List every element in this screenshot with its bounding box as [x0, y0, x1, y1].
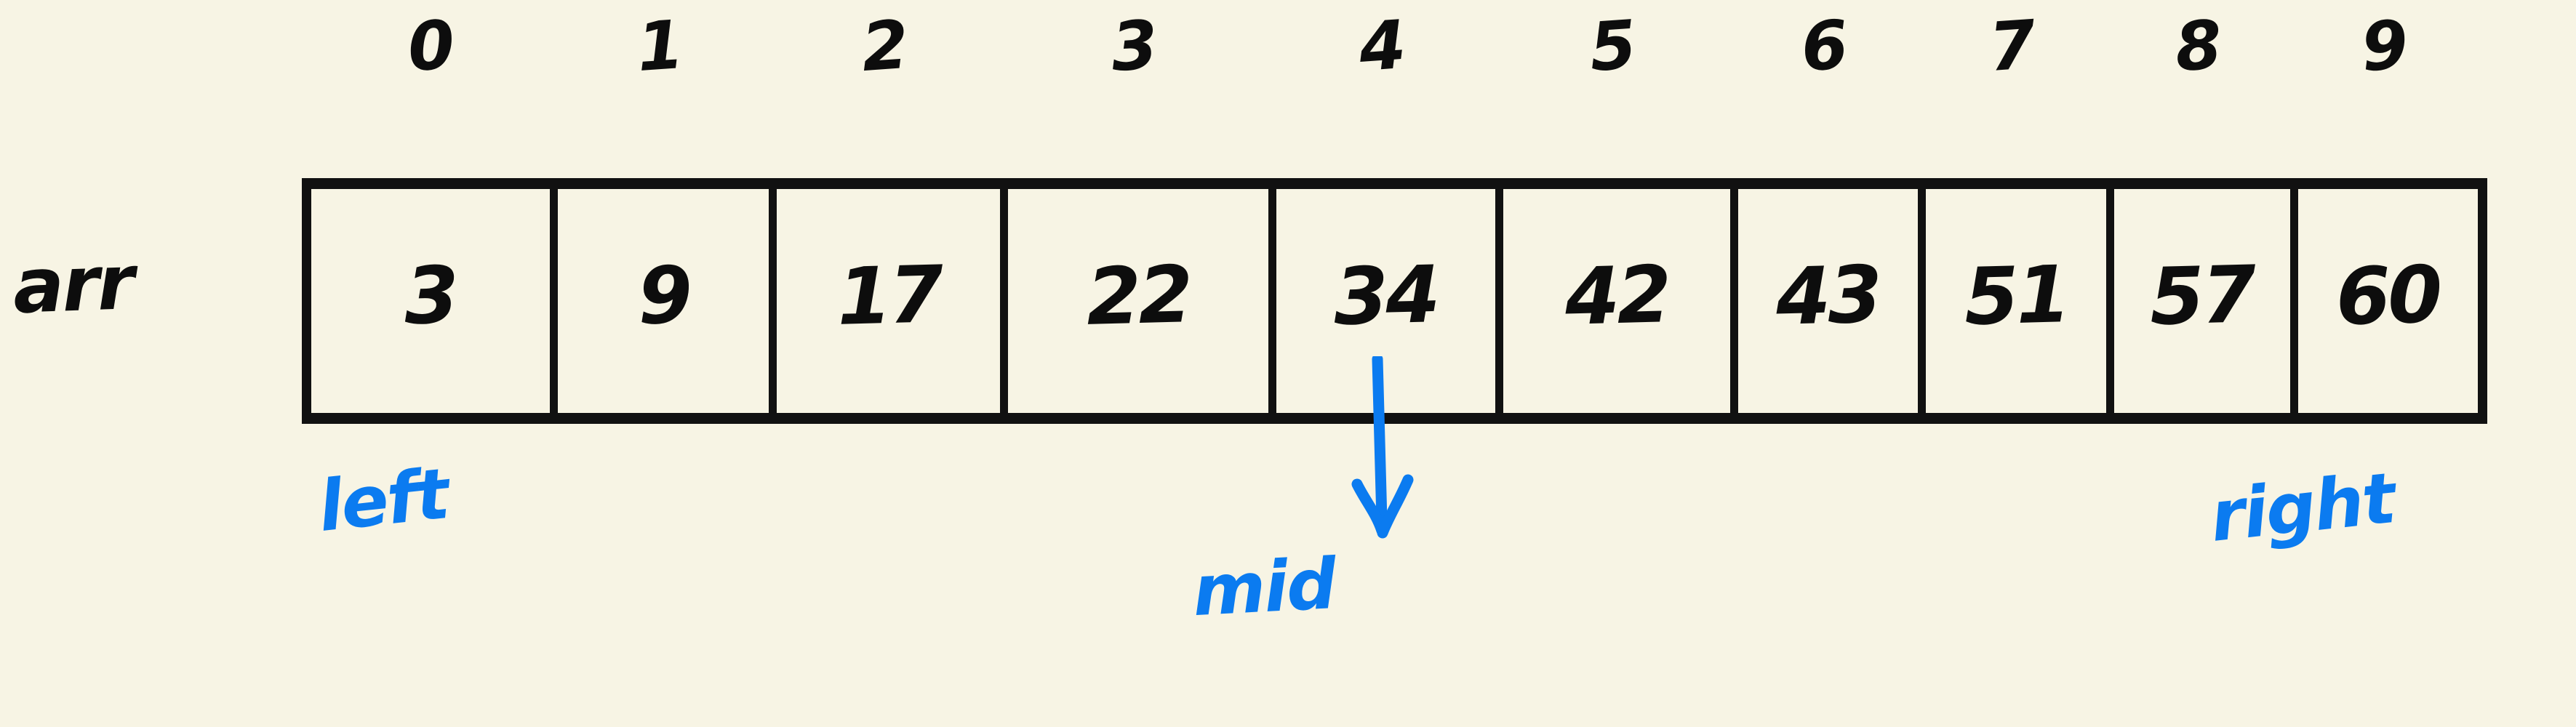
array-cell-2[interactable]: 17: [769, 189, 1000, 413]
pointer-label-right: right: [2206, 457, 2398, 558]
array-cell-3[interactable]: 22: [1000, 189, 1268, 413]
array-cell-value-1: 9: [636, 250, 691, 342]
array-cell-value-9: 60: [2335, 249, 2441, 343]
array-index-row: 0 1 2 3 4 5 6 7 8 9: [0, 0, 2576, 174]
array-container: 3 9 17 22 34 42 43 51 57 60: [302, 178, 2487, 424]
array-cell-7[interactable]: 51: [1918, 189, 2105, 413]
array-cell-5[interactable]: 42: [1495, 189, 1730, 413]
array-cell-value-8: 57: [2148, 249, 2255, 343]
array-cell-value-3: 22: [1085, 249, 1191, 343]
array-cell-6[interactable]: 43: [1729, 189, 1918, 413]
array-index-2: 2: [859, 5, 910, 87]
array-index-6: 6: [1799, 5, 1849, 87]
array-cell-4[interactable]: 34: [1268, 189, 1495, 413]
array-index-1: 1: [634, 5, 685, 87]
array-cell-value-5: 42: [1564, 249, 1670, 343]
array-index-8: 8: [2172, 5, 2223, 87]
array-cell-8[interactable]: 57: [2105, 189, 2290, 413]
pointer-label-mid: mid: [1191, 542, 1337, 632]
array-index-0: 0: [405, 5, 456, 87]
pointer-label-left: left: [314, 453, 452, 547]
array-cell-1[interactable]: 9: [550, 189, 769, 413]
array-cells: 3 9 17 22 34 42 43 51 57 60: [311, 189, 2478, 413]
array-cell-value-7: 51: [1963, 249, 2069, 343]
array-cell-9[interactable]: 60: [2289, 189, 2478, 413]
array-index-5: 5: [1587, 5, 1638, 87]
array-cell-value-6: 43: [1775, 249, 1881, 343]
array-index-4: 4: [1356, 5, 1407, 87]
array-index-3: 3: [1108, 5, 1159, 87]
array-index-7: 7: [1986, 5, 2037, 87]
array-cell-value-0: 3: [403, 250, 458, 342]
array-cell-value-2: 17: [835, 249, 942, 343]
array-cell-value-4: 34: [1332, 249, 1439, 343]
array-index-9: 9: [2359, 5, 2409, 87]
array-name-label: arr: [11, 238, 134, 331]
array-cell-0[interactable]: 3: [311, 189, 550, 413]
